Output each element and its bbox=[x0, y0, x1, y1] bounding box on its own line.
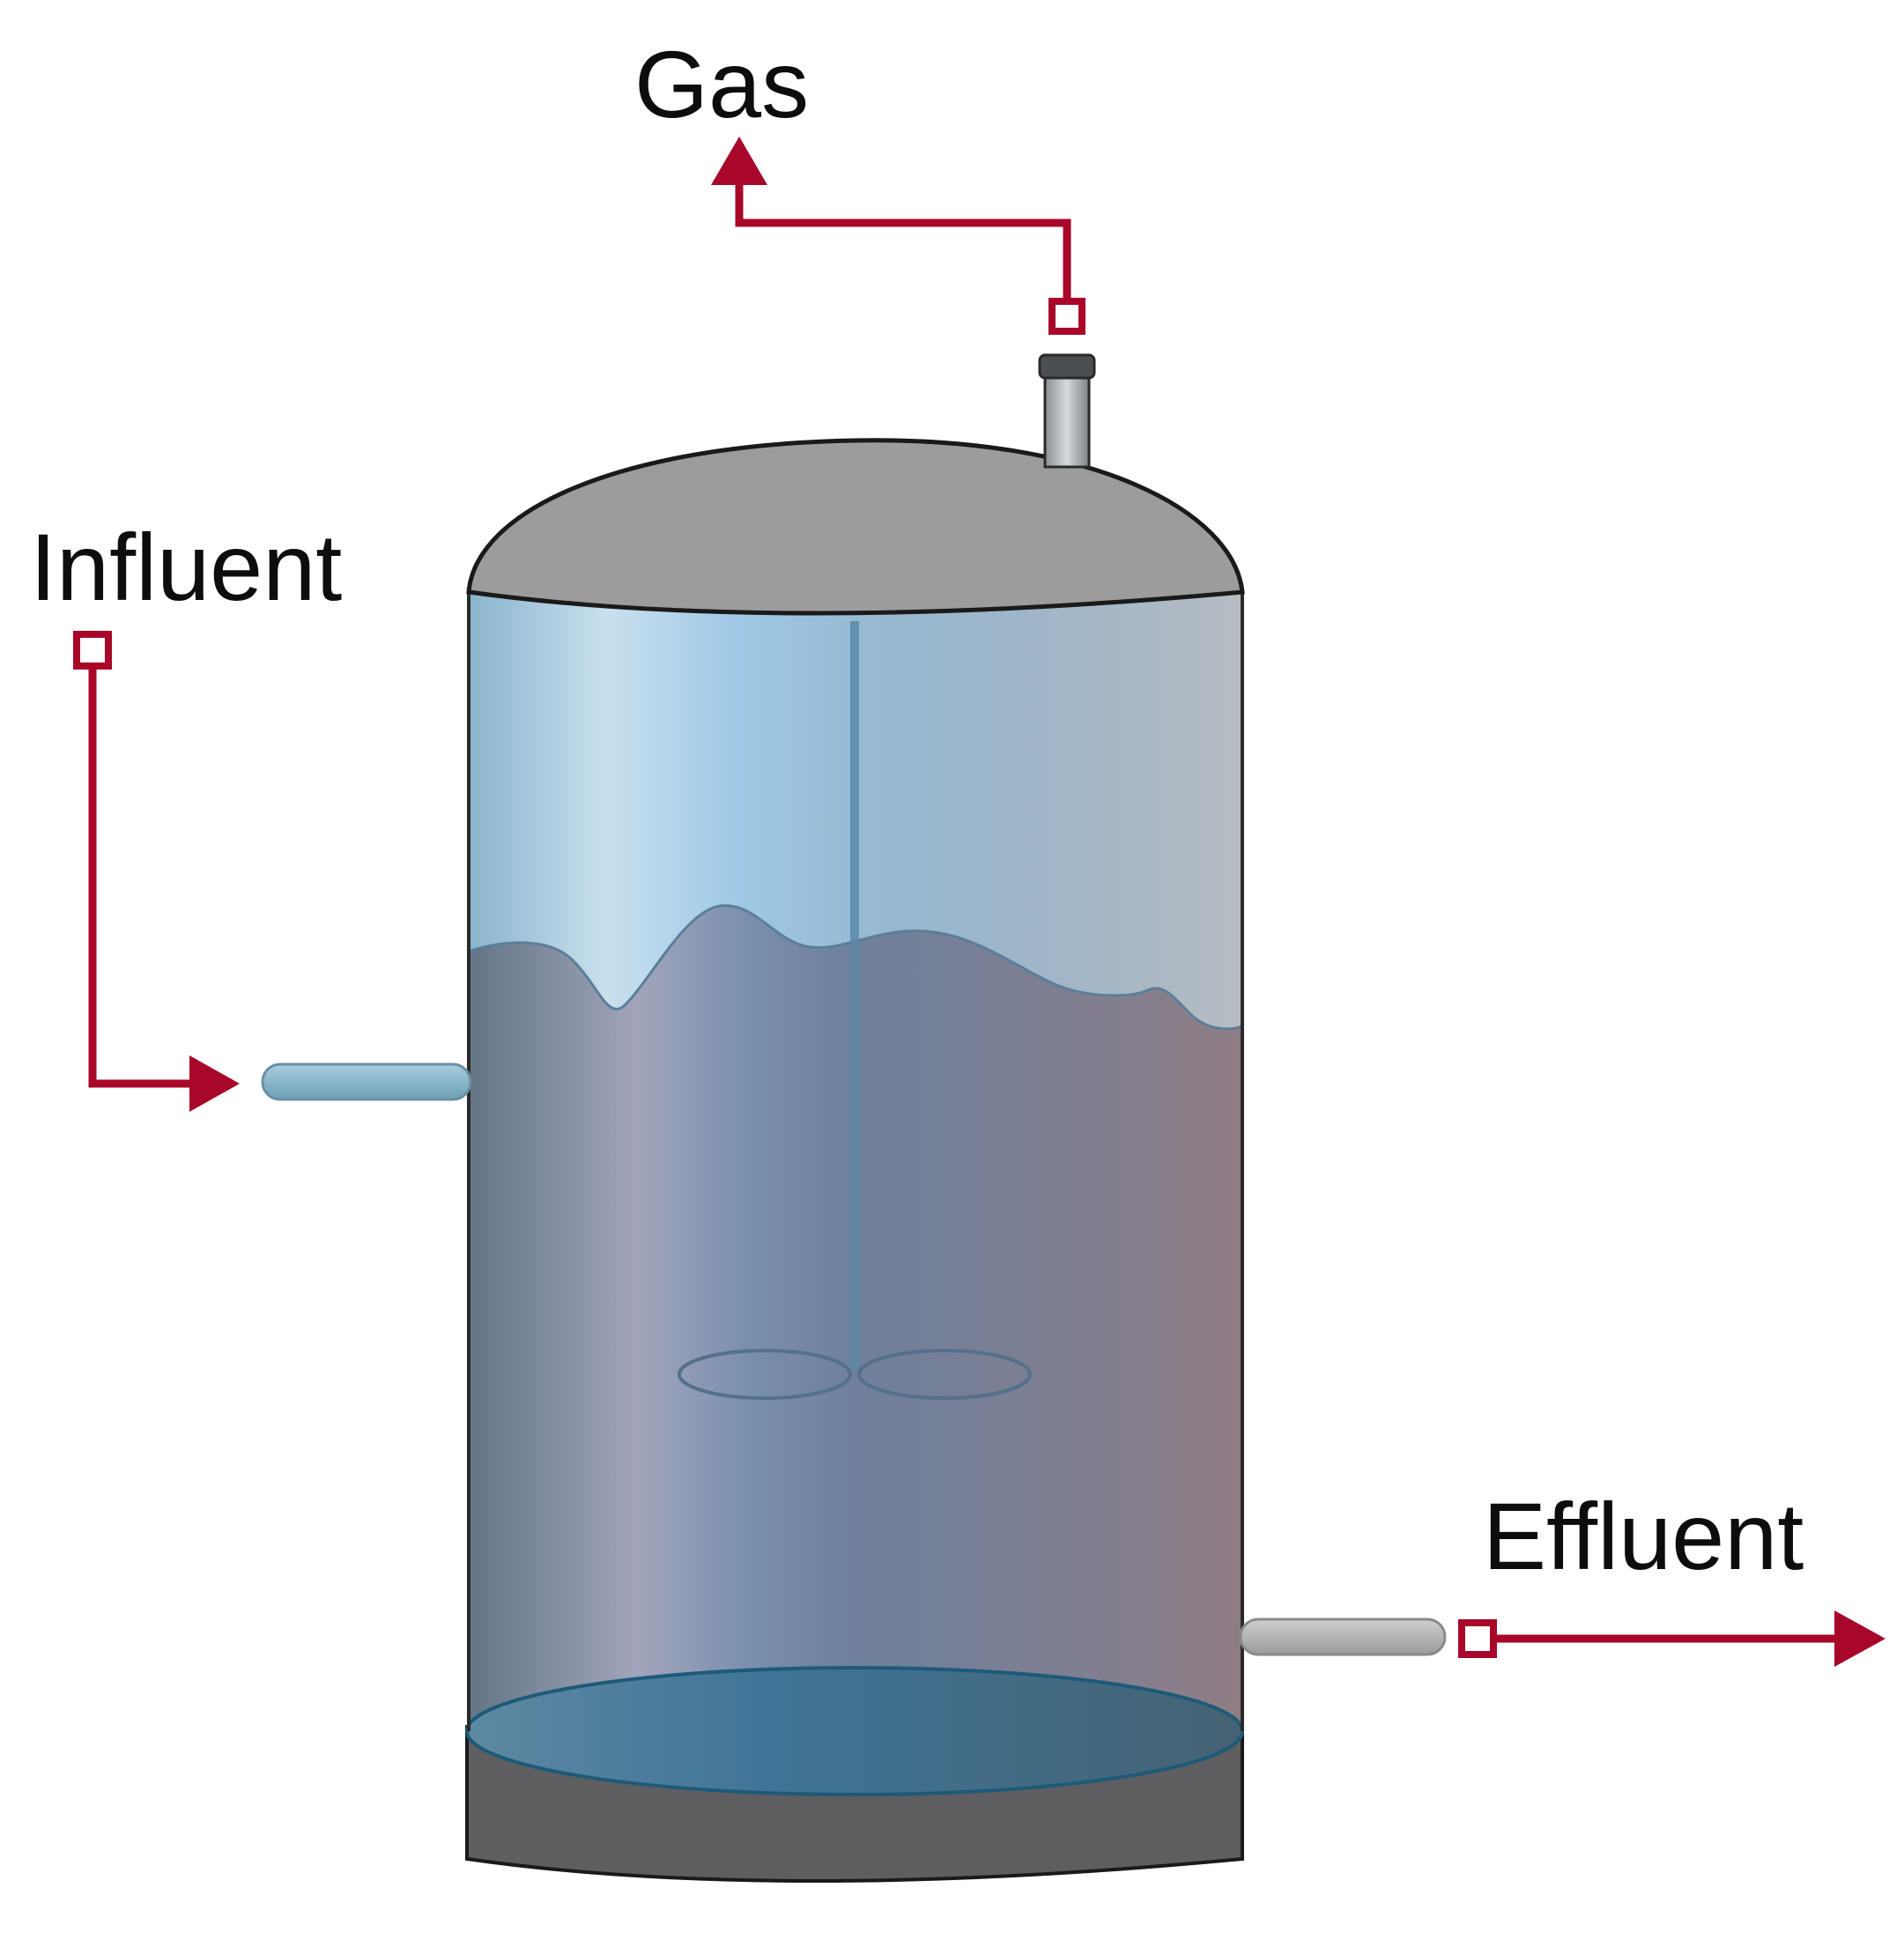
arrowhead-icon bbox=[711, 137, 767, 185]
arrowhead-icon bbox=[189, 1055, 240, 1112]
impeller-icon bbox=[678, 1349, 1032, 1400]
tank-walls bbox=[467, 592, 1244, 1731]
gas-label: Gas bbox=[634, 31, 810, 137]
square-node-icon bbox=[73, 631, 112, 670]
effluent-flow-line bbox=[1458, 1610, 1885, 1667]
agitator bbox=[678, 621, 1032, 1400]
influent-pipe bbox=[261, 1062, 472, 1101]
tank-cap bbox=[466, 438, 1245, 616]
effluent-label: Effluent bbox=[1483, 1483, 1804, 1589]
square-node-icon bbox=[1048, 298, 1085, 335]
gas-vent-pipe bbox=[1038, 353, 1096, 469]
tank-floor bbox=[465, 1666, 1244, 1796]
influent-flow-line bbox=[73, 631, 240, 1112]
influent-label: Influent bbox=[30, 514, 343, 620]
arrowhead-icon bbox=[1834, 1610, 1885, 1667]
square-node-icon bbox=[1458, 1619, 1497, 1658]
gas-flow-line bbox=[711, 137, 1085, 335]
effluent-pipe bbox=[1239, 1618, 1447, 1656]
